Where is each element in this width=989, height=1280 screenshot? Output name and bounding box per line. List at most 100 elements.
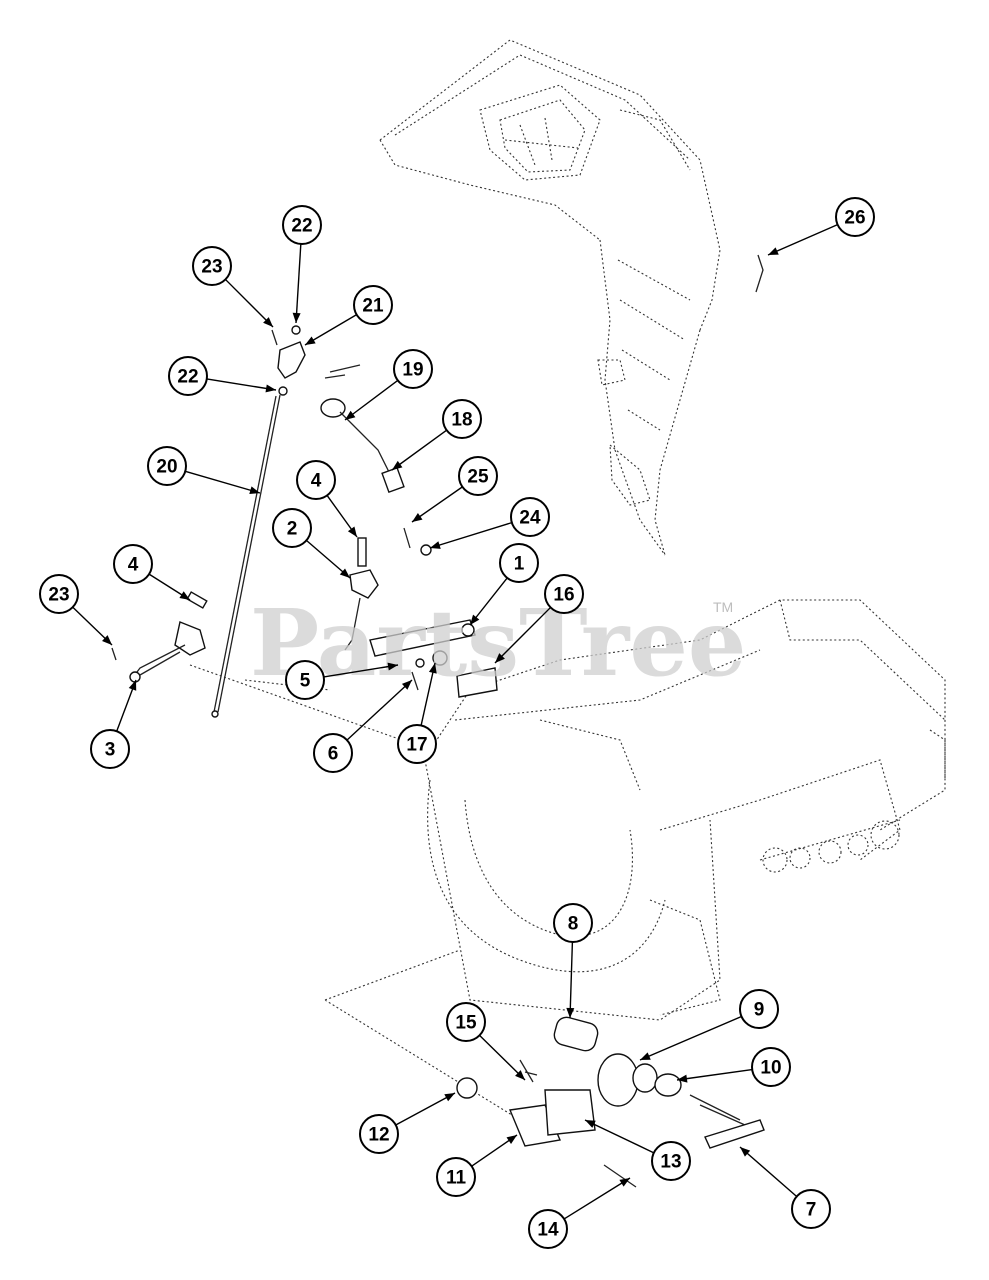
callout-label: 16 xyxy=(553,585,574,606)
callout-label: 1 xyxy=(514,554,525,575)
callout-circle xyxy=(651,1141,691,1181)
centerlines xyxy=(189,664,521,1121)
arrowhead-c25 xyxy=(412,513,423,522)
callout-label: 2 xyxy=(287,519,298,540)
leader-c12 xyxy=(395,1092,456,1126)
callout-label: 4 xyxy=(128,555,139,576)
leader-c8 xyxy=(569,941,574,1019)
arrowhead-c20 xyxy=(249,486,260,495)
arrowhead-c16 xyxy=(495,653,505,663)
leader-c1 xyxy=(469,577,508,626)
callout-1: 1 xyxy=(499,543,539,583)
callout-25: 25 xyxy=(458,456,498,496)
arrowhead-c19 xyxy=(345,410,356,420)
callout-22: 22 xyxy=(168,356,208,396)
callout-24: 24 xyxy=(510,497,550,537)
callout-label: 26 xyxy=(844,208,865,229)
callout-23: 23 xyxy=(39,574,79,614)
arrowhead-c5 xyxy=(387,662,398,671)
lower-shaft-assembly xyxy=(456,1016,765,1188)
callout-label: 9 xyxy=(754,1000,765,1021)
callout-label: 11 xyxy=(446,1168,467,1189)
callout-label: 23 xyxy=(48,585,69,606)
small-parts-24-25-26 xyxy=(403,254,764,556)
callout-26: 26 xyxy=(835,197,875,237)
lever-19 xyxy=(320,364,405,494)
callout-circle xyxy=(442,399,482,439)
callout-label: 15 xyxy=(455,1013,477,1034)
leader-c22a xyxy=(295,243,302,324)
leader-c13 xyxy=(584,1119,655,1154)
watermark: PartsTree TM xyxy=(250,589,746,697)
callout-12: 12 xyxy=(359,1114,399,1154)
leader-c15 xyxy=(479,1034,526,1081)
callout-5: 5 xyxy=(285,660,325,700)
watermark-trademark: TM xyxy=(713,599,733,615)
callout-11: 11 xyxy=(436,1157,476,1197)
callout-circle xyxy=(458,456,498,496)
callout-label: 22 xyxy=(291,216,312,237)
leader-c19 xyxy=(344,379,399,421)
arrowhead-c14 xyxy=(619,1178,630,1187)
callout-16: 16 xyxy=(544,574,584,614)
callout-23: 23 xyxy=(192,246,232,286)
callout-circle xyxy=(446,1002,486,1042)
callout-circle xyxy=(553,903,593,943)
leader-c22b xyxy=(206,378,277,391)
callout-circle xyxy=(192,246,232,286)
callout-label: 14 xyxy=(537,1220,559,1241)
leader-c10 xyxy=(676,1068,753,1081)
callout-circle xyxy=(359,1114,399,1154)
transmission-housing xyxy=(424,599,946,1021)
chute-assembly xyxy=(379,39,721,556)
callout-4: 4 xyxy=(113,544,153,584)
callout-circle xyxy=(147,446,187,486)
callout-circle xyxy=(397,724,437,764)
leader-c24 xyxy=(429,521,513,549)
callout-label: 24 xyxy=(519,508,541,529)
callout-circle xyxy=(272,508,312,548)
callout-label: 13 xyxy=(660,1152,681,1173)
arrowhead-c12 xyxy=(444,1093,455,1102)
callout-3: 3 xyxy=(90,729,130,769)
callout-label: 17 xyxy=(406,735,427,756)
callout-circle xyxy=(436,1157,476,1197)
upper-bracket-21 xyxy=(271,325,306,396)
arrowhead-c8 xyxy=(566,1007,575,1018)
callout-label: 7 xyxy=(806,1200,817,1221)
leader-c18 xyxy=(391,429,448,471)
arrowhead-c21 xyxy=(305,336,316,345)
arrowhead-c17 xyxy=(428,663,437,674)
arrowhead-c23a xyxy=(263,317,273,327)
callout-9: 9 xyxy=(739,989,779,1029)
callout-label: 3 xyxy=(105,740,116,761)
arrowhead-c22b xyxy=(265,384,276,393)
callout-label: 25 xyxy=(467,467,489,488)
callout-10: 10 xyxy=(751,1047,791,1087)
callout-circle xyxy=(285,660,325,700)
arrowhead-c3 xyxy=(128,680,137,691)
arrowhead-c24 xyxy=(430,541,441,549)
leader-c6 xyxy=(346,679,413,741)
lower-linkage-3 xyxy=(111,591,208,683)
callout-circle xyxy=(751,1047,791,1087)
leader-c16 xyxy=(494,606,552,664)
callout-circle xyxy=(393,349,433,389)
watermark-text: PartsTree xyxy=(250,589,746,697)
callout-circle xyxy=(528,1209,568,1249)
arrowhead-c15 xyxy=(515,1070,525,1080)
arrowhead-c18 xyxy=(392,460,403,470)
callout-7: 7 xyxy=(791,1189,831,1229)
callout-circle xyxy=(39,574,79,614)
leader-c7 xyxy=(739,1146,798,1198)
callout-circle xyxy=(90,729,130,769)
arrowhead-c4a xyxy=(347,526,357,537)
callout-label: 22 xyxy=(177,367,198,388)
callout-label: 6 xyxy=(328,744,339,765)
callout-18: 18 xyxy=(442,399,482,439)
callout-22: 22 xyxy=(282,205,322,245)
arrowhead-c11 xyxy=(506,1135,517,1144)
leader-c17 xyxy=(420,662,436,726)
